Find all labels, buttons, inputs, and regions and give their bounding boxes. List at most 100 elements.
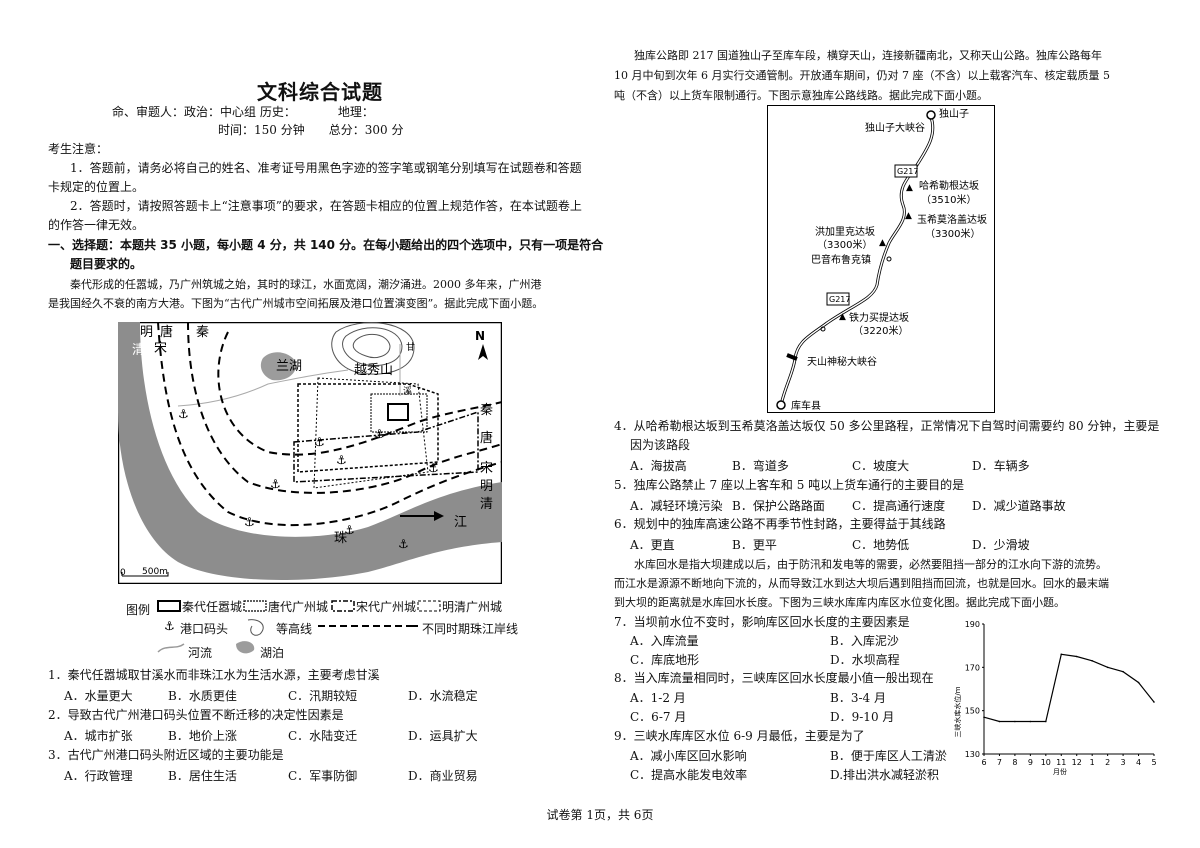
legend-port: 港口码头	[180, 622, 229, 636]
q8-stem: 8．当入库流量相同时，三峡库区回水长度最小值一般出现在	[614, 671, 934, 685]
svg-text:⚓: ⚓	[178, 407, 189, 421]
map2-yuxi: 玉希莫洛盖达坂	[917, 213, 987, 226]
svg-text:⚓: ⚓	[374, 427, 385, 441]
notice-heading: 考生注意：	[48, 142, 109, 156]
section1-intro-a: 秦代形成的任嚣城，乃广州筑城之始，其时的球江，水面宽阔，潮汐涌进。2000 多年…	[70, 278, 542, 291]
q6-option-d: D．少滑坡	[972, 538, 1030, 552]
q3-option-d: D．商业贸易	[408, 769, 478, 783]
q8-option-c: C．6-7 月	[630, 710, 687, 724]
map2-dushanzi-canyon: 独山子大峡谷	[865, 121, 925, 134]
svg-text:⚓: ⚓	[244, 515, 255, 529]
q5-option-a: A．减轻环境污染	[630, 499, 723, 513]
q3-option-c: C．军事防御	[288, 769, 358, 783]
legend-song: 宋代广州城	[356, 600, 417, 614]
notice-item2-a: 2．答题时，请按照答题卡上“注意事项”的要求，在答题卡相应的位置上规范作答，在本…	[70, 199, 582, 213]
q1-option-c: C．汛期较短	[288, 689, 358, 703]
map2-g217-b: G217	[829, 295, 850, 304]
q9-option-d: D.排出洪水减轻淤积	[830, 768, 940, 782]
map2-haxile: 哈希勒根达坂	[919, 179, 979, 192]
q2-option-d: D．运具扩大	[408, 729, 478, 743]
q7-option-c: C．库底地形	[630, 653, 700, 667]
q1-option-b: B．水质更佳	[168, 689, 237, 703]
y-tick-label: 150	[965, 707, 980, 716]
svg-text:⚓: ⚓	[314, 435, 325, 449]
svg-text:▲: ▲	[905, 211, 912, 221]
map2-bayin: 巴音布鲁克镇	[811, 253, 871, 266]
north-label: N	[475, 329, 485, 343]
authors-line: 命、审题人：政治：中心组 历史： 地理：	[112, 105, 374, 119]
right-intro-b: 10 月中旬到次年 6 月实行交通管制。开放通车期间，仍对 7 座（不含）以上载…	[614, 69, 1110, 82]
q9-option-c: C．提高水能发电效率	[630, 768, 748, 782]
q6-option-c: C．地势低	[852, 538, 910, 552]
notice-item2-b: 的作答一律无效。	[48, 218, 145, 232]
map2-kuche: 库车县	[791, 399, 821, 412]
x-tick-label: 5	[1151, 758, 1156, 767]
legend-lake: 湖泊	[260, 646, 285, 660]
legend-contour: 等高线	[276, 622, 313, 636]
y-tick-label: 130	[965, 750, 980, 759]
q3-option-a: A．行政管理	[64, 769, 133, 783]
q5-option-c: C．提高通行速度	[852, 499, 946, 513]
map2-tieli-alt: （3220米）	[853, 324, 908, 337]
svg-text:▲: ▲	[879, 238, 886, 248]
passage3-c: 到大坝的距离就是水库回水长度。下图为三峡水库库内库区水位变化图。据此完成下面小题…	[614, 596, 1065, 609]
svg-text:⚓: ⚓	[270, 477, 281, 491]
q1-option-a: A．水量更大	[64, 689, 133, 703]
duku-highway-map: ▲▲▲▲ 独山子 独山子大峡谷 G217 G217 哈希勒根达坂 （3510米）…	[767, 105, 995, 413]
q2-stem: 2．导致古代广州港口码头位置不断迁移的决定性因素是	[48, 708, 344, 722]
map-label-song: 宋	[154, 341, 167, 356]
map-label-tang: 唐	[160, 324, 173, 340]
x-tick-label: 10	[1041, 758, 1051, 767]
map-label-right-tang: 唐	[480, 430, 493, 446]
legend-tang: 唐代广州城	[268, 600, 329, 614]
q4-stem-b: 因为该路段	[630, 438, 691, 452]
svg-text:▲: ▲	[839, 312, 846, 322]
map-label-qin: 秦	[196, 325, 209, 340]
notice-item1-b: 卡规定的位置上。	[48, 180, 145, 194]
svg-text:⚓: ⚓	[344, 523, 355, 537]
time-info: 时间：150 分钟 总分：300 分	[218, 123, 404, 137]
right-intro-a: 独库公路即 217 国道独山子至库车段，横穿天山，连接新疆南北，又称天山公路。独…	[634, 49, 1102, 62]
passage3-a: 水库回水是指大坝建成以后，由于防汛和发电等的需要，必然要阻挡一部分的江水向下游的…	[634, 558, 1107, 571]
q9-option-b: B．便于库区人工清淤	[830, 749, 947, 763]
q6-stem: 6．规划中的独库高速公路不再季节性封路，主要得益于其线路	[614, 517, 946, 531]
x-tick-label: 11	[1056, 758, 1066, 767]
q2-option-c: C．水陆变迁	[288, 729, 358, 743]
passage3-b: 而江水是源源不断地向下流的，从而导致江水到达大坝后遇到阻挡而回流，也就是回水。回…	[614, 577, 1109, 590]
q3-option-b: B．居住生活	[168, 769, 237, 783]
lanhu-lake	[260, 352, 297, 381]
svg-text:▲: ▲	[906, 183, 913, 193]
notice-item1-a: 1．答题前，请务必将自己的姓名、准考证号用黑色字迹的签字笔或钢笔分别填写在试题卷…	[70, 161, 582, 175]
map2-dushanzi: 独山子	[939, 107, 969, 120]
guangzhou-map: ⚓⚓⚓ ⚓⚓⚓ ⚓⚓⚓ N 明 唐 秦 清 宋 兰湖 越秀山 甘 溪 秦 唐 宋…	[118, 322, 502, 584]
q2-option-b: B．地价上涨	[168, 729, 237, 743]
x-tick-label: 12	[1072, 758, 1082, 767]
map2-hongjia-alt: （3300米）	[817, 238, 872, 251]
q5-option-d: D．减少道路事故	[972, 499, 1066, 513]
q9-stem: 9．三峡水库库区水位 6-9 月最低，主要是为了	[614, 729, 865, 743]
x-tick-label: 7	[997, 758, 1002, 767]
x-tick-label: 6	[981, 758, 986, 767]
q7-stem: 7．当坝前水位不变时，影响库区回水长度的主要因素是	[614, 615, 910, 629]
q4-option-d: D．车辆多	[972, 459, 1030, 473]
x-tick-label: 2	[1105, 758, 1110, 767]
x-tick-label: 3	[1121, 758, 1126, 767]
legend-mingqing: 明清广州城	[442, 600, 503, 614]
map-label-right-qin: 秦	[480, 403, 493, 418]
q4-option-b: B．弯道多	[732, 459, 789, 473]
chart-xlabel: 月份	[1053, 767, 1067, 776]
y-tick-label: 170	[965, 663, 980, 672]
page-footer: 试卷第 1页，共 6页	[546, 808, 654, 822]
map2-g217-a: G217	[897, 167, 918, 176]
q2-option-a: A．城市扩张	[64, 729, 133, 743]
chart-ylabel: 三峡水库水位/m	[953, 686, 962, 737]
q8-option-d: D．9-10 月	[830, 710, 895, 724]
q4-option-c: C．坡度大	[852, 459, 910, 473]
map2-yuxi-alt: （3300米）	[925, 227, 980, 240]
svg-text:⚓: ⚓	[428, 461, 439, 475]
map-label-ming: 明	[140, 325, 153, 340]
map2-tianshan: 天山神秘大峡谷	[807, 355, 877, 368]
q7-option-a: A．入库流量	[630, 634, 699, 648]
svg-text:⚓: ⚓	[398, 537, 409, 551]
